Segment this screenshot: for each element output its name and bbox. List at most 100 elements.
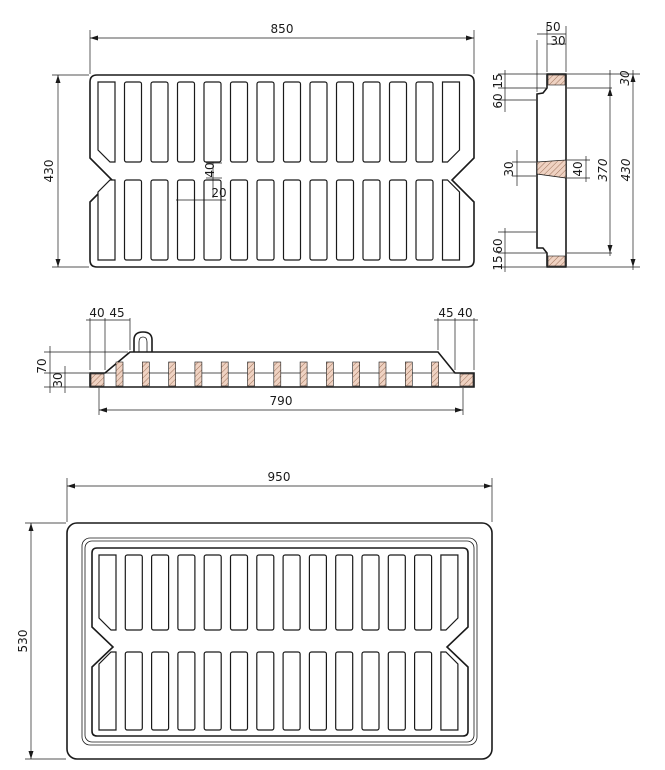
- slot: [440, 554, 459, 631]
- section-rib: [220, 361, 229, 387]
- slot: [335, 554, 354, 631]
- slot: [414, 651, 433, 731]
- slot: [282, 554, 301, 631]
- slot: [203, 81, 222, 163]
- slot: [362, 179, 381, 261]
- side-lug: [536, 159, 567, 179]
- section-rib: [299, 361, 308, 387]
- slot: [282, 81, 302, 163]
- dim-45-right: 45: [438, 306, 453, 320]
- slot: [388, 81, 408, 163]
- section-rib: [404, 361, 413, 387]
- slot-row-upper: [97, 81, 461, 163]
- slot: [388, 179, 408, 261]
- slot: [335, 179, 355, 261]
- dim-40-lug: 40: [571, 161, 585, 176]
- slot: [414, 554, 433, 631]
- section-rib: [378, 361, 387, 387]
- side-section-view: 50 30 15 60 30 370 430 30 40 6: [491, 20, 640, 272]
- slot: [335, 651, 354, 731]
- slot: [256, 651, 275, 731]
- slot: [97, 81, 116, 163]
- slot: [361, 554, 380, 631]
- slot: [98, 651, 117, 731]
- dim-15-top: 15: [491, 73, 505, 88]
- grate-outline: [89, 74, 475, 268]
- slot: [387, 554, 406, 631]
- section-rib: [247, 361, 255, 387]
- dim-530: 530: [16, 630, 30, 653]
- dim-50: 50: [545, 20, 560, 34]
- slot: [97, 179, 116, 261]
- dim-70: 70: [35, 358, 49, 373]
- dim-30-right: 30: [618, 70, 632, 86]
- slot: [308, 554, 327, 631]
- slot: [309, 81, 328, 163]
- slot: [415, 81, 434, 163]
- slot: [98, 554, 117, 631]
- slot: [150, 81, 169, 163]
- slot: [309, 179, 328, 261]
- slot: [151, 554, 170, 631]
- dim-430: 430: [42, 160, 56, 183]
- slot: [177, 651, 196, 731]
- frame-outer: [66, 522, 493, 760]
- dim-30-top: 30: [550, 34, 565, 48]
- slot: [203, 554, 222, 631]
- slot: [229, 651, 249, 731]
- dim-950: 950: [268, 470, 291, 484]
- section-rib: [194, 361, 203, 387]
- slot: [124, 554, 143, 631]
- dim-30-lug: 30: [502, 161, 516, 176]
- slot: [361, 651, 380, 731]
- dim-45-left: 45: [109, 306, 124, 320]
- slot-row-lower: [97, 179, 461, 261]
- slot: [362, 81, 381, 163]
- dim-40-right: 40: [457, 306, 472, 320]
- slot: [256, 554, 275, 631]
- section-rib: [352, 361, 361, 387]
- slot: [335, 81, 355, 163]
- frame-plan-view: 950 530: [16, 470, 493, 760]
- slot: [176, 81, 196, 163]
- dim-790: 790: [270, 394, 293, 408]
- dim-370: 370: [596, 158, 610, 181]
- dim-30-height: 30: [51, 372, 65, 387]
- section-ribs: [115, 361, 439, 387]
- dim-15-bottom: 15: [491, 255, 505, 270]
- slot: [177, 554, 196, 631]
- dim-20-gap: 20: [211, 186, 226, 200]
- slot: [441, 81, 461, 163]
- slot: [415, 179, 434, 261]
- slot: [123, 81, 143, 163]
- slot: [176, 179, 196, 261]
- slot: [124, 651, 143, 731]
- section-rib: [431, 361, 439, 387]
- slot: [282, 651, 301, 731]
- slot: [387, 651, 406, 731]
- frame-slot-row-upper: [98, 554, 459, 631]
- slot: [256, 179, 275, 261]
- section-rib: [168, 361, 176, 387]
- dim-40-left: 40: [89, 306, 104, 320]
- slot: [440, 651, 459, 731]
- slot: [256, 81, 275, 163]
- section-outline: [89, 351, 475, 388]
- side-profile: [536, 73, 567, 268]
- slot: [229, 81, 249, 163]
- section-rib: [273, 361, 282, 387]
- section-rib: [115, 361, 124, 387]
- longitudinal-section-view: 40 45 45 40 70 30 790: [35, 306, 478, 415]
- section-rib: [142, 361, 150, 387]
- slot: [203, 651, 222, 731]
- slot: [123, 179, 143, 261]
- slot: [282, 179, 302, 261]
- slot: [150, 179, 169, 261]
- slot: [229, 179, 249, 261]
- section-rib: [326, 361, 334, 387]
- slot: [308, 651, 327, 731]
- dim-60-top: 60: [491, 93, 505, 108]
- dim-40-rib: 40: [203, 162, 217, 177]
- slot: [229, 554, 249, 631]
